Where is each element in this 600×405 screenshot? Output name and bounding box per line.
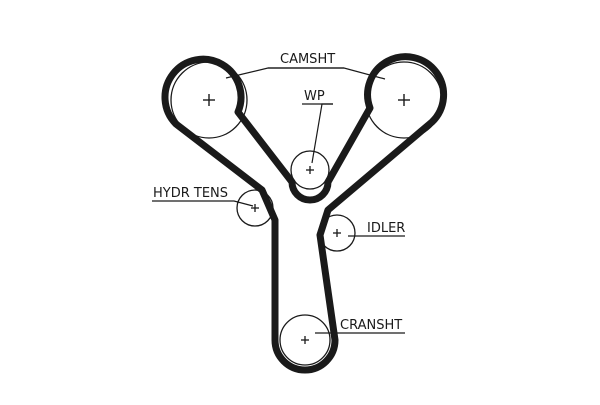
camshaft-label: CAMSHT [280,52,335,67]
left-camshaft-pulley [170,61,248,139]
idler-label: IDLER [367,221,405,236]
hydraulic-tensioner-pulley [236,189,274,227]
leader-lines [152,67,405,334]
crankshaft-label: CRANSHT [340,318,402,333]
water-pump-pulley [290,150,330,190]
camshaft-leader-line [225,67,386,80]
water-pump-leader-line [311,103,333,164]
crankshaft-pulley [279,314,331,366]
idler-pulley [318,214,356,252]
hydraulic-tensioner-label: HYDR TENS [153,186,228,201]
right-camshaft-pulley [365,61,443,139]
water-pump-label: WP [304,89,325,104]
hydraulic-tensioner-leader-line [152,200,254,207]
timing-belt [161,53,448,374]
